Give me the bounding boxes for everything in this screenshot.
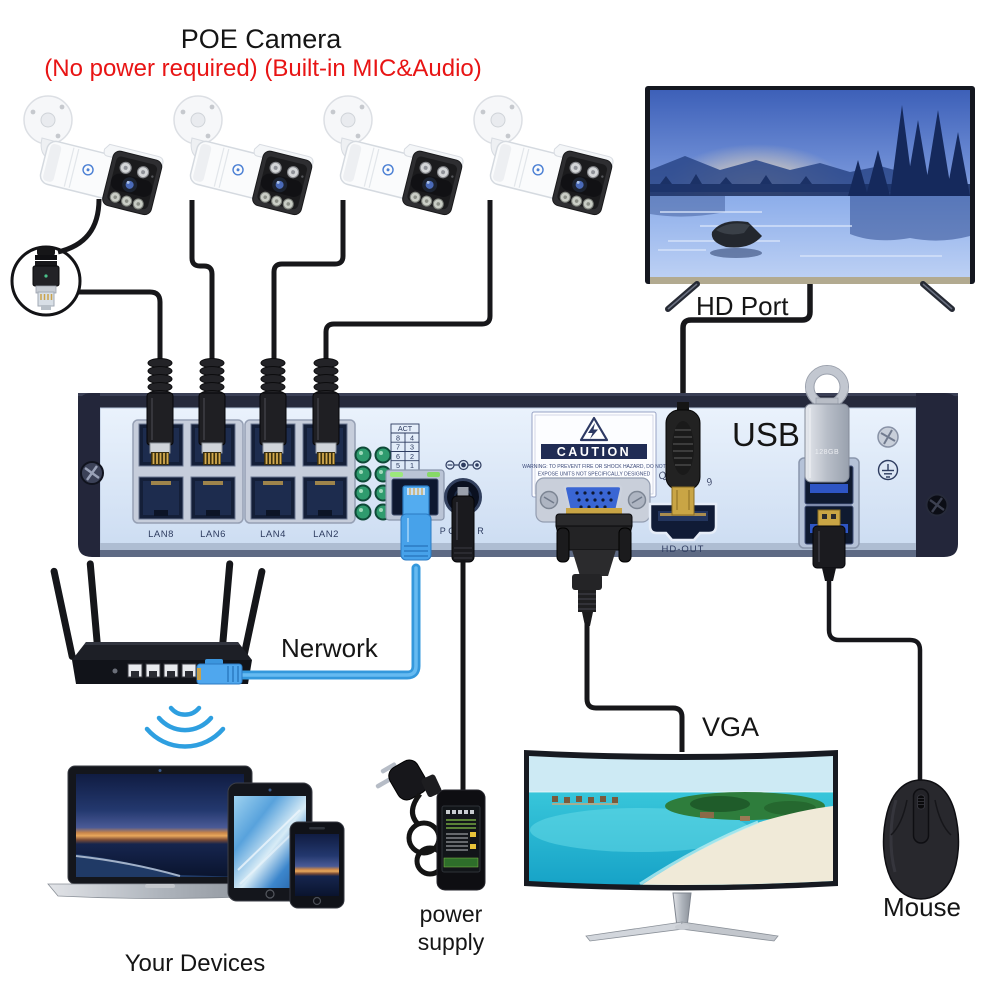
camera-cable-1b	[79, 289, 163, 368]
svg-text:WARNING: TO PREVENT FIRE OR SH: WARNING: TO PREVENT FIRE OR SHOCK HAZARD…	[522, 464, 665, 470]
laptop	[47, 765, 273, 899]
ground-symbol-icon	[877, 459, 899, 481]
svg-text:LAN4: LAN4	[260, 529, 286, 540]
usb-flash-drive: 128GB	[804, 365, 850, 483]
vga-monitor	[524, 750, 838, 942]
nvr-rear-panel: 5 LAN8 LAN6 LAN4 LAN2	[78, 393, 958, 557]
dc-symbol-icon	[445, 459, 482, 471]
svg-text:LAN6: LAN6	[200, 529, 226, 540]
lightning-bolt-icon	[588, 423, 598, 439]
rj45-plug-2	[198, 358, 226, 465]
tv-legs	[665, 281, 955, 312]
usb-drive-capacity: 128GB	[815, 449, 839, 456]
power-brick	[436, 789, 486, 891]
nvr-left-bracket	[78, 393, 104, 557]
svg-text:CAUTION: CAUTION	[557, 445, 631, 459]
svg-text:8: 8	[396, 434, 400, 443]
wifi-waves-icon	[144, 705, 226, 749]
label-network: Nerwork	[281, 633, 378, 663]
camera-cable-1	[57, 198, 102, 255]
panel-screw-icon	[877, 426, 899, 448]
your-devices-title: Your Devices	[124, 950, 266, 977]
lan-port-labels: LAN8 LAN6 LAN4 LAN2	[148, 529, 339, 540]
svg-text:ACT: ACT	[398, 424, 413, 433]
label-mouse: Mouse	[882, 892, 962, 922]
tv-bottom-bar	[650, 277, 970, 284]
svg-text:LAN8: LAN8	[148, 529, 174, 540]
act-table	[390, 423, 420, 471]
phone	[289, 821, 345, 909]
camera-cable-3	[271, 200, 346, 368]
label-usb: USB	[732, 416, 800, 453]
tv-display	[645, 86, 975, 312]
eu-plug-icon	[375, 759, 428, 801]
power-supply-unit	[375, 759, 486, 891]
caution-label: CAUTION WARNING: TO PREVENT FIRE OR SHOC…	[522, 411, 666, 498]
rj45-plug-3	[259, 358, 287, 465]
rj45-plugs	[146, 358, 340, 465]
camera-cables	[57, 198, 493, 368]
title-subtitle: (No power required) (Built-in MIC&Audio)	[44, 55, 482, 82]
network-cable	[237, 563, 421, 680]
label-vga: VGA	[702, 712, 760, 742]
svg-text:5: 5	[396, 461, 400, 470]
router-antennas	[50, 560, 266, 661]
act-table-text: ACT 8 4 7 3 6 2 5 1	[396, 424, 414, 470]
label-power-supply-line1: power	[419, 901, 483, 927]
svg-text:6: 6	[396, 452, 400, 461]
svg-text:1: 1	[410, 461, 414, 470]
network-cable-plug-router	[196, 659, 243, 685]
mouse	[882, 779, 960, 900]
rj45-plug-4	[312, 358, 340, 465]
vga-plug	[555, 508, 633, 626]
hd-out-label: HD-OUT	[662, 544, 705, 555]
svg-text:3: 3	[410, 443, 414, 452]
vga-port	[535, 477, 651, 523]
hdmi-cable-upper	[680, 284, 813, 406]
network-cable-plug-nvr	[400, 485, 432, 561]
poe-camera-3	[323, 95, 465, 217]
label-power-supply-line2: supply	[417, 929, 485, 955]
label-your-devices: Your Devices (Support Android, iOS, iPAD…	[25, 913, 365, 1000]
svg-text:2: 2	[410, 452, 414, 461]
usb-cable-connector	[812, 509, 846, 581]
poe-camera-4	[473, 95, 615, 217]
camera-cable-4	[323, 200, 493, 368]
rj45-plug-1	[146, 358, 174, 465]
rj45-connector-closeup	[32, 247, 60, 310]
svg-text:EXPOSE UNITS NOT SPECIFICALLY: EXPOSE UNITS NOT SPECIFICALLY DESIGNED	[538, 472, 651, 478]
svg-text:7: 7	[396, 443, 400, 452]
camera-cable-2	[189, 200, 215, 368]
monitor-stand	[585, 892, 779, 942]
title-poe-camera: POE Camera	[180, 24, 342, 54]
qc-sticker-right: 9	[705, 476, 715, 488]
router-ports	[127, 663, 197, 678]
label-hd-port: HD Port	[696, 291, 789, 321]
svg-text:4: 4	[410, 434, 414, 443]
poe-camera-2	[173, 95, 315, 217]
hdmi-connector	[665, 402, 701, 516]
vga-cable	[584, 622, 685, 752]
mouse-cable	[826, 580, 923, 784]
nvr-right-bracket	[916, 393, 958, 557]
svg-text:LAN2: LAN2	[313, 529, 339, 540]
dc-power-plug	[451, 487, 475, 563]
poe-camera-1	[23, 95, 165, 217]
